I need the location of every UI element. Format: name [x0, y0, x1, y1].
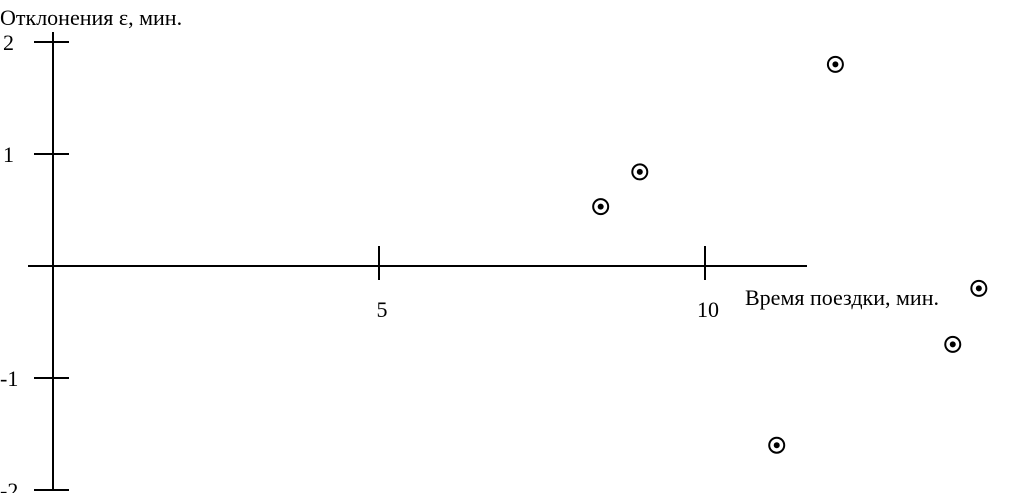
data-point-dot [949, 341, 956, 348]
data-point [592, 198, 610, 216]
data-point [826, 55, 844, 73]
data-point [631, 163, 649, 181]
data-point [768, 436, 786, 454]
x-axis-label: Время поездки, мин. [745, 285, 939, 310]
data-point-dot [773, 442, 780, 449]
data-point-dot [832, 61, 839, 68]
x-tick-label: 5 [377, 297, 388, 322]
data-point [970, 279, 988, 297]
data-point-dot [636, 168, 643, 175]
y-tick-label: -2 [0, 478, 18, 493]
data-point [944, 335, 962, 353]
y-tick-label: 2 [3, 30, 14, 55]
data-point-dot [975, 285, 982, 292]
axes [28, 32, 807, 490]
x-tick-label: 10 [697, 297, 719, 322]
y-axis-label: Отклонения ε, мин. [0, 5, 182, 30]
ticks: 510152021-1-2 [0, 30, 719, 493]
y-tick-label: 1 [3, 142, 14, 167]
y-tick-label: -1 [0, 366, 18, 391]
data-points [592, 55, 988, 454]
data-point-dot [597, 203, 604, 210]
